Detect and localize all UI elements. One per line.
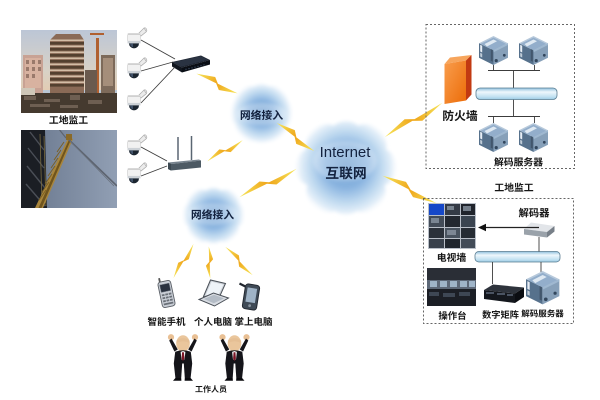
svg-text:Internet: Internet xyxy=(320,144,372,161)
